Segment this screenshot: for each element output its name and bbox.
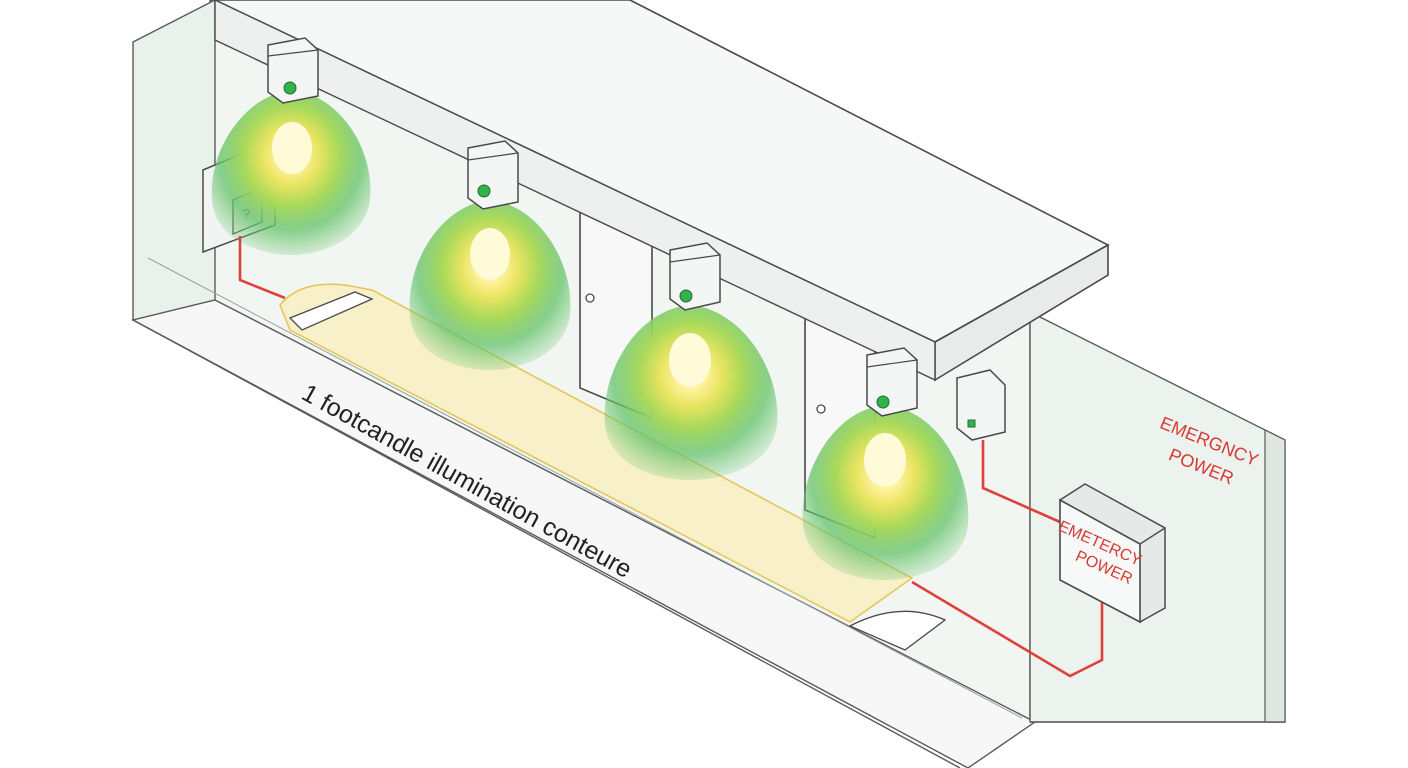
sensor-indicator: [967, 419, 976, 428]
right-end-wall-side: [1264, 429, 1286, 723]
emergency-light-icon: [669, 242, 721, 311]
exit-threshold-1: [288, 291, 374, 331]
panel-front: [1059, 498, 1141, 624]
wiring: [238, 236, 1104, 678]
door-1-handle: [585, 293, 595, 303]
exit-threshold-2: [848, 610, 947, 651]
fixture-3: [669, 242, 721, 311]
light-fixtures: [267, 37, 918, 417]
wire-switch-to-contour: [238, 236, 286, 300]
fixture-4: [866, 347, 918, 417]
sensor-box: [956, 369, 1006, 441]
fixture-1: [267, 37, 319, 104]
floor-edge: [147, 257, 1023, 719]
fixture-4-indicator: [876, 395, 890, 409]
ceiling-underside: [214, 0, 936, 382]
glow-3: [604, 305, 778, 480]
glow-4: [802, 405, 969, 580]
front-bottom-edge: [132, 319, 961, 768]
sensor-box-body: [956, 369, 1006, 441]
glow-2: [409, 200, 571, 370]
fixture-2-indicator: [477, 184, 491, 198]
contour-area: [279, 283, 914, 623]
wire-contour-to-panel: [911, 580, 1104, 678]
emergency-light-icon: [866, 347, 918, 417]
emergency-light-icon: [467, 140, 519, 210]
fixture-2: [467, 140, 519, 210]
light-glows: [211, 90, 969, 580]
emergency-power-panel: EMETERCY POWER: [1056, 483, 1166, 624]
fixture-1-indicator: [283, 81, 297, 95]
glow-1: [211, 90, 371, 255]
fixture-3-indicator: [679, 289, 693, 303]
ceiling: [214, 0, 1110, 382]
wire-sensor-to-panel: [981, 440, 1061, 524]
door-2-handle: [816, 404, 826, 414]
illumination-contour: [279, 283, 947, 651]
